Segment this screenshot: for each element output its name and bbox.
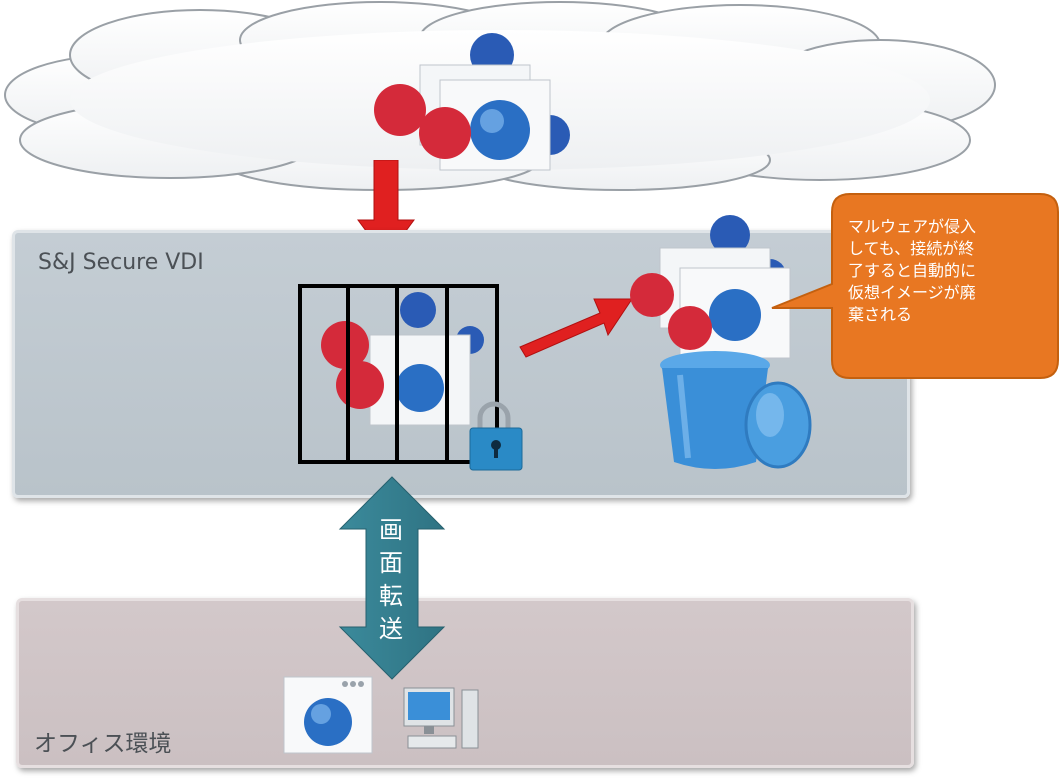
desktop-computer-icon — [403, 687, 479, 749]
trash-can — [660, 351, 812, 469]
office-zone-title: オフィス環境 — [34, 731, 172, 757]
malware-red-icon — [374, 84, 471, 159]
cage-icon — [298, 284, 523, 471]
browser-window-icon — [283, 676, 373, 754]
padlock-icon — [469, 401, 523, 471]
screen-transfer-arrow-icon — [338, 476, 446, 680]
globe-icon — [304, 698, 352, 746]
malware-infected-browser-group — [374, 33, 570, 171]
callout-bubble — [771, 193, 1059, 379]
browser-window-icon — [419, 64, 551, 171]
callout-text: マルウェアが侵入 しても、接続が終 了すると自動的に 仮想イメージが廃 棄される — [848, 217, 977, 324]
trash-bin-icon — [630, 215, 812, 469]
vdi-zone-title: S&J Secure VDI — [38, 250, 204, 275]
screen-transfer-label: 画面転送 — [379, 516, 403, 643]
malware-red-icon — [630, 273, 712, 350]
escape-arrow-icon — [519, 298, 633, 358]
